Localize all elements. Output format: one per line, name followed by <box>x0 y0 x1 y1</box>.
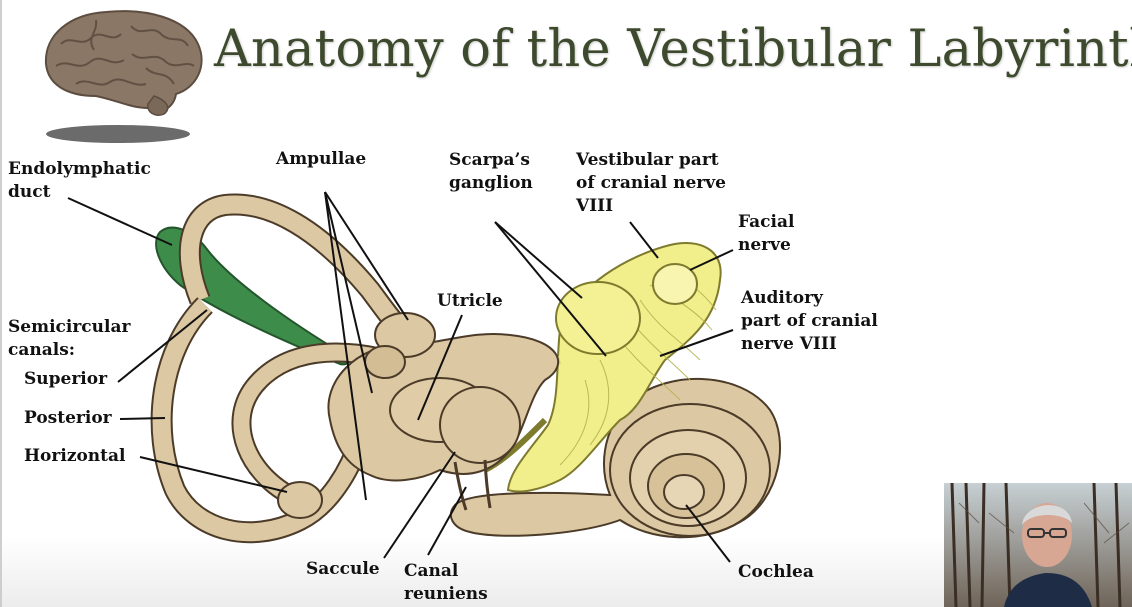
label-canal-reuniens: Canal reuniens <box>404 561 488 604</box>
slide-title: Anatomy of the Vestibular Labyrinth <box>214 20 1132 79</box>
brain-icon <box>36 4 206 144</box>
label-saccule: Saccule <box>306 559 380 579</box>
label-auditory-part: Auditory part of cranial nerve VIII <box>741 288 878 354</box>
label-utricle: Utricle <box>437 291 503 311</box>
label-horizontal: Horizontal <box>24 446 126 466</box>
label-vestibular-part: Vestibular part of cranial nerve VIII <box>576 150 726 216</box>
label-endolymphatic-duct: Endolymphatic duct <box>8 159 151 202</box>
label-scarpas-ganglion: Scarpa’s ganglion <box>449 150 533 193</box>
label-cochlea: Cochlea <box>738 562 814 582</box>
bottom-shade <box>0 537 1132 607</box>
label-posterior: Posterior <box>24 408 112 428</box>
slide-border <box>0 0 2 607</box>
label-ampullae: Ampullae <box>276 149 367 169</box>
label-semicircular-canals: Semicircular canals: <box>8 317 131 360</box>
presenter-webcam <box>944 483 1132 607</box>
label-superior: Superior <box>24 369 108 389</box>
label-facial-nerve: Facial nerve <box>738 212 795 255</box>
